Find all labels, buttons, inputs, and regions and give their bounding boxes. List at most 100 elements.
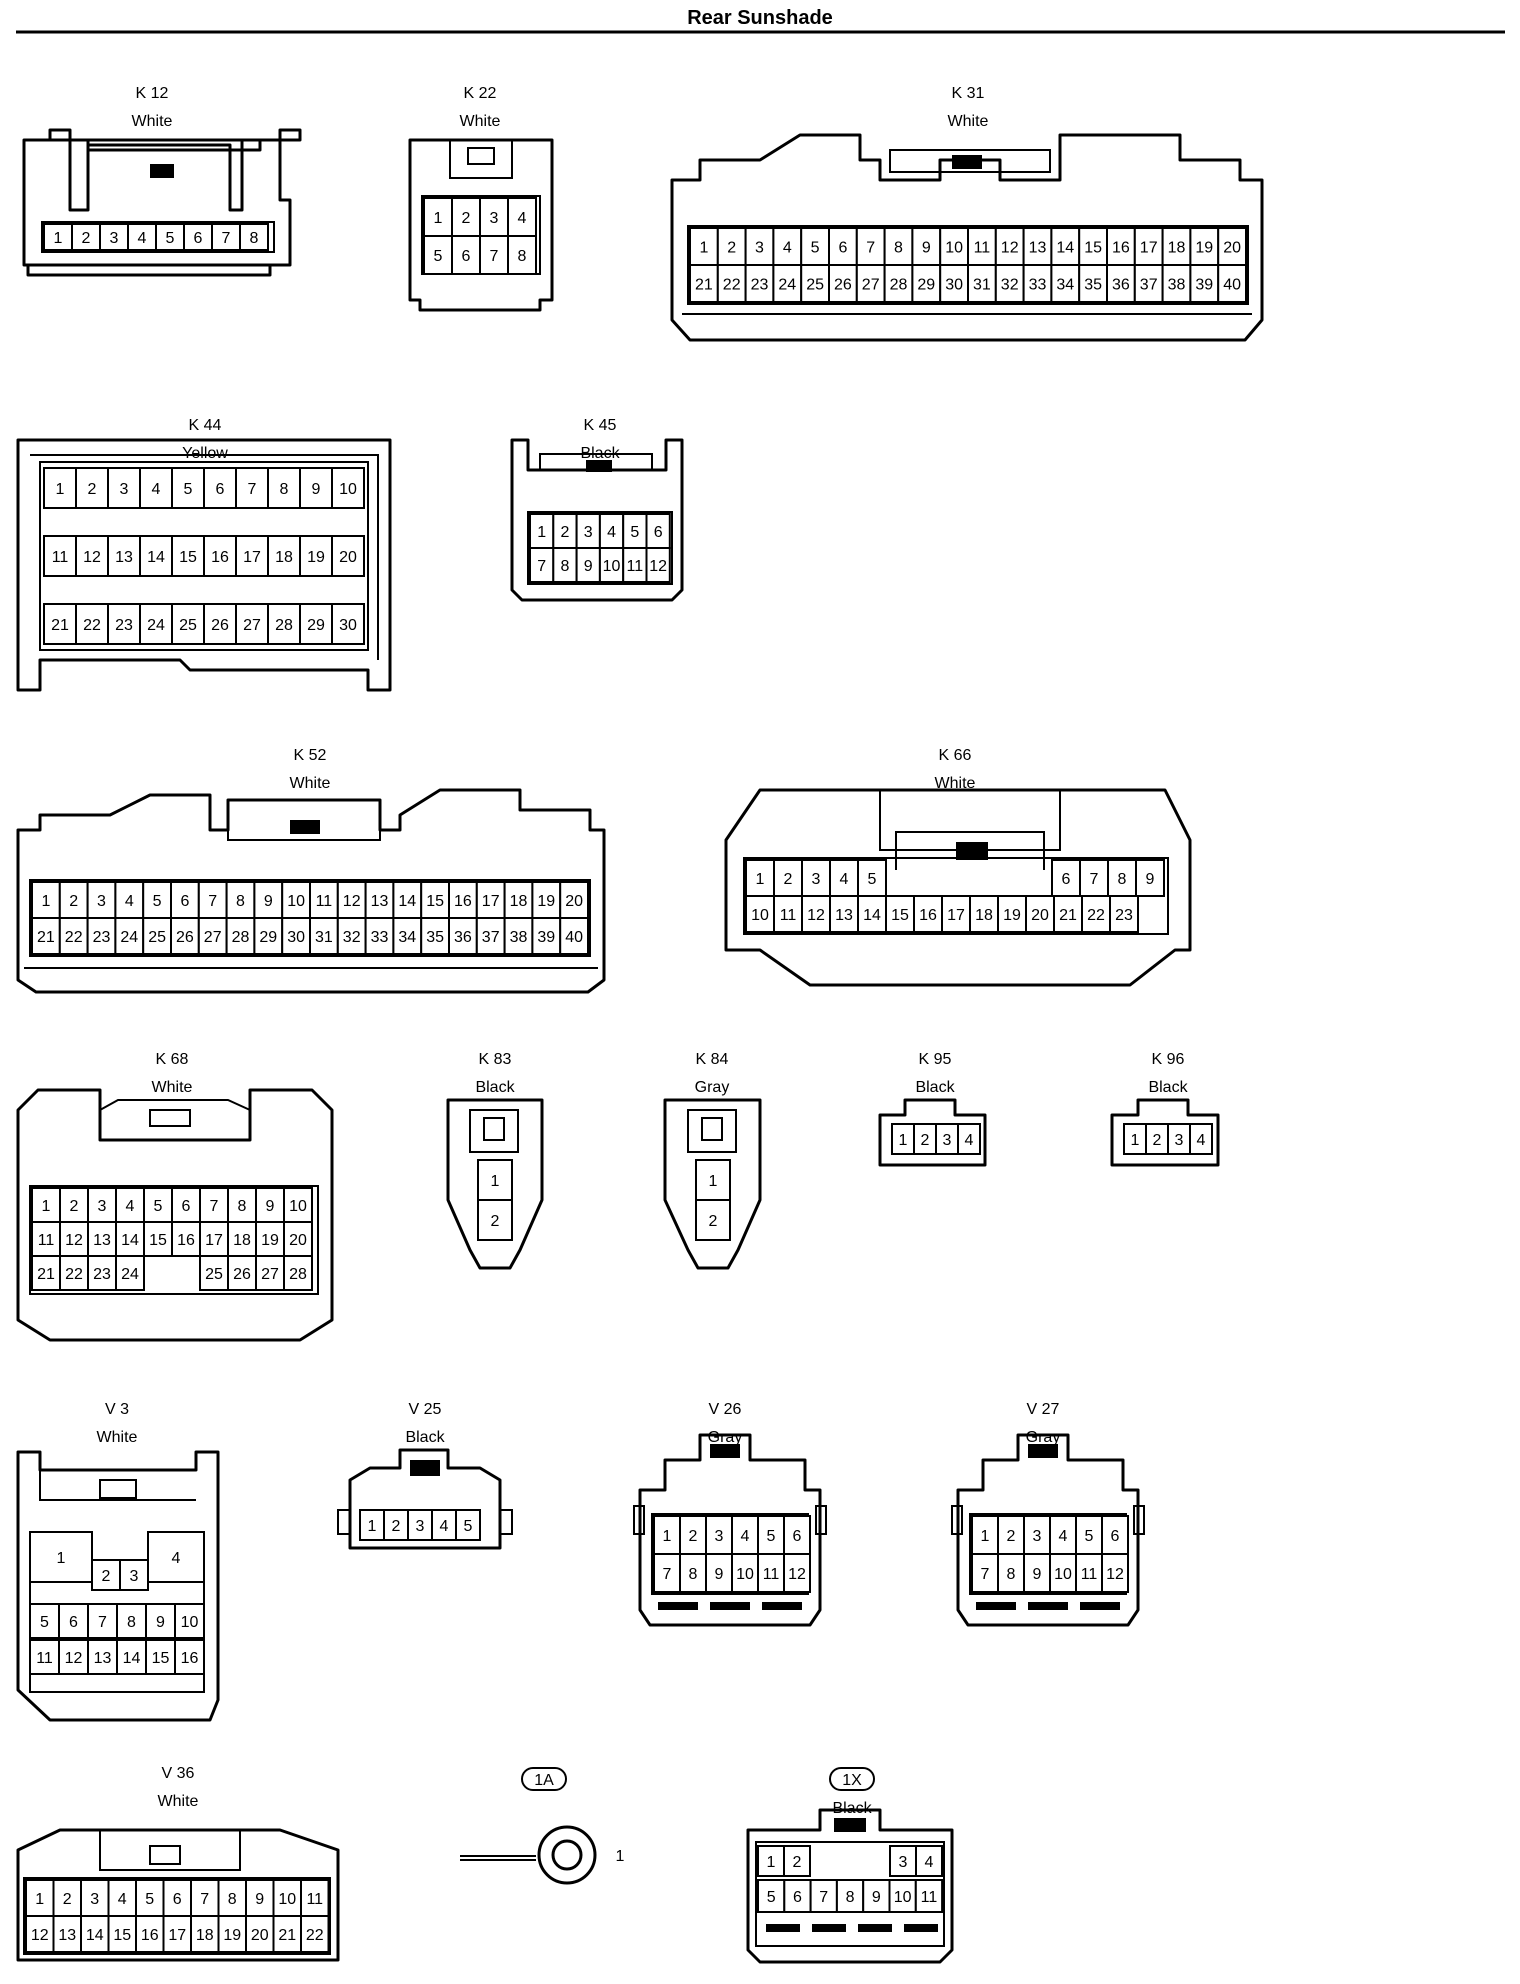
pin-cell: [227, 1221, 257, 1257]
pin-cell: [283, 1187, 313, 1223]
pin-cell: [31, 917, 61, 955]
latch-frame-inner: [895, 831, 1045, 870]
pin-cell: [1106, 264, 1136, 303]
pin-label: 23: [115, 617, 133, 634]
pin-label: 9: [264, 893, 273, 910]
connector-housing: [28, 128, 302, 152]
pin-label: 6: [793, 1528, 802, 1545]
pin-cell: [914, 1879, 944, 1913]
pin-label: 1: [56, 481, 65, 498]
pin-label: 19: [261, 1232, 279, 1249]
pin-cell: [331, 535, 365, 577]
pin-label: 11: [627, 558, 644, 575]
pin-label: 27: [243, 617, 261, 634]
pin-label: 11: [316, 893, 333, 910]
pin-cell: [559, 881, 590, 919]
pin-label: 7: [819, 1889, 828, 1906]
connector-housing: [638, 1433, 822, 1627]
pin-cell: [91, 1559, 121, 1591]
pin-cell: [783, 1845, 811, 1877]
pin-cell: [336, 881, 367, 919]
pin-label: 3: [1033, 1528, 1042, 1545]
pin-label: 15: [149, 1232, 167, 1249]
pin-cell: [199, 1221, 229, 1257]
connector-color-k68: White: [152, 1079, 193, 1096]
pin-label: 8: [127, 1614, 136, 1631]
pin-label: 5: [153, 893, 162, 910]
connector-housing: [724, 788, 1192, 987]
page-title: Rear Sunshade: [687, 7, 833, 29]
latch-tab: [1028, 1444, 1058, 1458]
pin-label: 15: [152, 1650, 170, 1667]
key-slot: [812, 1924, 846, 1932]
pin-cell: [455, 1509, 481, 1541]
latch-tab: [834, 1818, 866, 1832]
pin-label: 5: [166, 230, 175, 247]
key-slot: [1028, 1602, 1068, 1610]
pin-label: 19: [537, 893, 555, 910]
key-slot: [766, 1924, 800, 1932]
pin-cell: [29, 1603, 60, 1639]
pin-label: 23: [93, 1266, 111, 1283]
pin-label: 6: [182, 1198, 191, 1215]
pin-label: 11: [52, 549, 69, 566]
pin-cell: [171, 603, 205, 645]
pin-label: 1: [35, 1891, 44, 1908]
connector-color-v27: Gray: [1026, 1429, 1061, 1446]
pin-label: 5: [630, 524, 639, 541]
connector-id-v25: V 25: [409, 1401, 442, 1418]
latch-tab: [467, 147, 495, 165]
pin-label: 20: [289, 1232, 307, 1249]
pin-label: 40: [565, 929, 583, 946]
pin-label: 11: [780, 907, 797, 924]
pin-cell: [1135, 859, 1165, 897]
pin-label: 31: [315, 929, 333, 946]
pin-label: 11: [38, 1232, 55, 1249]
pin-cell: [507, 235, 537, 275]
pin-label: 10: [339, 481, 357, 498]
connector-id-k96: K 96: [1152, 1051, 1185, 1068]
pin-label: 19: [1003, 907, 1021, 924]
pin-cell: [25, 1879, 55, 1917]
pin-cell: [477, 1199, 513, 1241]
connector-id-1a: 1A: [534, 1772, 554, 1789]
pin-label: 1: [57, 1550, 66, 1567]
pin-label: 25: [205, 1266, 223, 1283]
pin-label: 18: [975, 907, 993, 924]
pin-cell: [801, 895, 831, 933]
connector-color-k22: White: [460, 113, 501, 130]
pin-cell: [431, 1509, 457, 1541]
pin-label: 1: [41, 893, 50, 910]
pin-label: 3: [1175, 1132, 1184, 1149]
connector-color-k12: White: [132, 113, 173, 130]
pin-label: 7: [981, 1566, 990, 1583]
pin-label: 10: [289, 1198, 307, 1215]
pin-cell: [235, 535, 269, 577]
pin-cell: [145, 1639, 176, 1675]
pin-label: 9: [584, 558, 593, 575]
connector-id-k52: K 52: [294, 747, 327, 764]
connector-housing: [16, 438, 392, 692]
pin-label: 4: [925, 1854, 934, 1871]
pin-label: 2: [69, 893, 78, 910]
connector-id-k31: K 31: [952, 85, 985, 102]
pin-label: 10: [945, 240, 963, 257]
pin-label: 13: [371, 893, 389, 910]
pin-cell: [451, 197, 481, 237]
connector-color-v36: White: [158, 1793, 199, 1810]
pin-cell: [448, 917, 478, 955]
pin-label: 5: [184, 481, 193, 498]
pin-label: 3: [130, 1568, 139, 1585]
pin-label: 13: [94, 1650, 112, 1667]
pin-label: 3: [755, 240, 764, 257]
pin-cell: [364, 881, 395, 919]
pin-cell: [29, 1531, 93, 1583]
connector-id-k22: K 22: [464, 85, 497, 102]
pin-cell: [227, 1255, 257, 1291]
pin-label: 7: [490, 248, 499, 265]
pin-label: 35: [426, 929, 444, 946]
